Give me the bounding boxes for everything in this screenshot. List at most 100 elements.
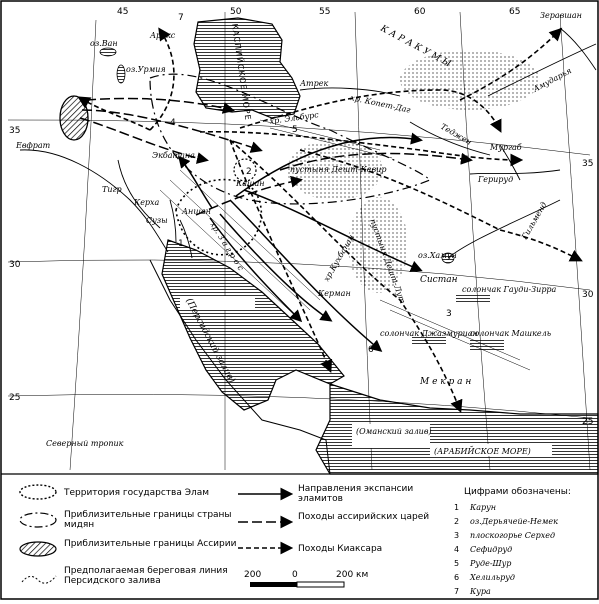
legend-media-text: Приблизительные границы страны мидян (64, 510, 232, 530)
label-urmia: оз.Урмия (126, 65, 166, 74)
label-makran: М е к р а н (419, 377, 471, 387)
key-name-6: Хелильруд (469, 573, 515, 582)
rivers (19, 27, 597, 259)
key-num-7: 7 (454, 587, 459, 596)
num-marker-2: 2 (246, 167, 252, 177)
anshan-marker (233, 158, 257, 182)
elam-expansion-arrows (178, 132, 423, 352)
scale-label-mid: 0 (292, 570, 298, 580)
media-border (149, 73, 432, 205)
lon-label-55: 55 (319, 7, 330, 17)
num-marker-5: 5 (292, 125, 298, 135)
scale-bar: 200 0 200 км (244, 570, 368, 588)
legend-coast-symbol (21, 575, 57, 584)
legend-elam-text: Территория государства Элам (63, 488, 209, 498)
label-anshan: Аншан (181, 207, 211, 216)
label-atrek: Атрек (299, 79, 329, 88)
label-van: оз.Ван (90, 39, 118, 48)
num-marker-7: 7 (178, 13, 184, 23)
label-hamun: оз.Хамун (418, 251, 457, 260)
lon-label-65: 65 (509, 7, 520, 17)
label-kashan: Кашан (235, 179, 265, 188)
desht-kevir-desert (287, 140, 383, 200)
label-kerman: Керман (317, 289, 351, 298)
numbers-key-title: Цифрами обозначены: (464, 487, 571, 497)
key-name-7: Кура (469, 587, 491, 596)
label-kerkha: Керха (133, 198, 160, 207)
cyaxares-campaign-arrows (77, 27, 583, 413)
label-geriirud: Герируд (477, 175, 513, 184)
label-tropic: Северный тропик (46, 439, 124, 448)
legend-media-symbol (19, 512, 57, 528)
num-marker-1: 1 (178, 239, 184, 249)
scale-label-left: 200 (244, 570, 261, 580)
persian-gulf (161, 239, 345, 411)
key-name-5: Руде-Шур (469, 559, 511, 568)
label-sistan: Систан (420, 275, 458, 285)
num-marker-4: 4 (170, 118, 176, 128)
arabian-coast (149, 259, 331, 475)
label-ecbatana: Экбатана (152, 151, 195, 160)
legend-assyria-text: Приблизительные границы Ассирии (64, 539, 237, 549)
oman-gulf-label: (Оманский залив) (356, 427, 432, 436)
caspian-sea (193, 17, 301, 119)
elam-territory (175, 178, 262, 256)
key-name-3: плоскогорье Серхед (470, 531, 555, 540)
legend-assyr-text: Походы ассирийских царей (298, 512, 430, 522)
assyria-region (59, 95, 89, 141)
label-mashkel: солончак Машкель (470, 329, 551, 338)
label-araks: Аракс (149, 31, 176, 40)
num-marker-3: 3 (446, 309, 452, 319)
lat-label-25-left: 25 (9, 393, 20, 403)
arabian-sea-label: (АРАБИЙСКОЕ МОРЕ) (434, 446, 531, 456)
gaudi-zirra-flat (456, 294, 490, 304)
legend-coast-wrap: Предполагаемая береговая линия Персидско… (64, 566, 228, 586)
label-murgab: Мургаб (489, 143, 522, 152)
lon-label-50: 50 (230, 7, 242, 17)
jazmurian-flat (412, 336, 446, 346)
mashkel-flat (470, 340, 504, 350)
legend-elam-exp-text: Направления экспансии эламитов (298, 484, 414, 504)
key-num-6: 6 (454, 573, 459, 582)
label-euphrates: Евфрат (15, 141, 51, 150)
karakum-desert (400, 50, 540, 110)
desht-lut-desert (348, 197, 408, 293)
num-marker-6: 6 (368, 345, 374, 355)
scale-label-right: 200 км (336, 570, 368, 580)
legend-coast-text: Предполагаемая береговая линия Персидско… (64, 566, 228, 586)
key-num-4: 4 (454, 545, 459, 554)
key-num-5: 5 (454, 559, 459, 568)
label-gaudi-zirra: солончак Гауди-Зирра (462, 285, 557, 294)
label-susa: Сузы (146, 216, 168, 225)
legend-assyria-wrap: Приблизительные границы Ассирии (64, 539, 237, 549)
key-name-4: Сефидруд (470, 545, 512, 554)
label-desht-kevir: пустыня Дешт-Кевир (290, 165, 386, 174)
lon-label-45: 45 (117, 7, 128, 17)
label-tigris: Тигр (102, 185, 122, 194)
legend-cyax-text: Походы Киаксара (298, 544, 382, 554)
lake-van (99, 47, 117, 57)
assyrian-campaign-arrows (79, 97, 473, 216)
key-num-3: 3 (454, 531, 459, 540)
legend-elam-symbol (19, 484, 57, 500)
lake-urmia (116, 64, 126, 84)
lat-label-30-right: 30 (582, 290, 594, 300)
label-jazmurian: солончак Джазмуриан (380, 329, 478, 338)
legend: Территория государства Элам Приблизитель… (19, 484, 571, 596)
arabian-label-bg (430, 444, 552, 456)
key-num-2: 2 (454, 517, 459, 526)
gulf-label-bg (180, 296, 255, 310)
oman-label-bg (352, 424, 430, 448)
lat-label-30-left: 30 (9, 260, 21, 270)
numbers-key-list: 1 Карун 2 оз.Дерьячейе-Немек 3 плоскогор… (454, 503, 558, 596)
lat-label-35-left: 35 (9, 126, 20, 136)
key-num-1: 1 (454, 503, 459, 512)
legend-assyr-wrap: Походы ассирийских царей (298, 512, 430, 522)
legend-elam-exp-wrap: Направления экспансии эламитов (298, 484, 414, 504)
lon-label-60: 60 (414, 7, 426, 17)
key-name-2: оз.Дерьячейе-Немек (470, 517, 558, 526)
key-name-1: Карун (469, 503, 496, 512)
legend-media-wrap: Приблизительные границы страны мидян (64, 510, 232, 530)
